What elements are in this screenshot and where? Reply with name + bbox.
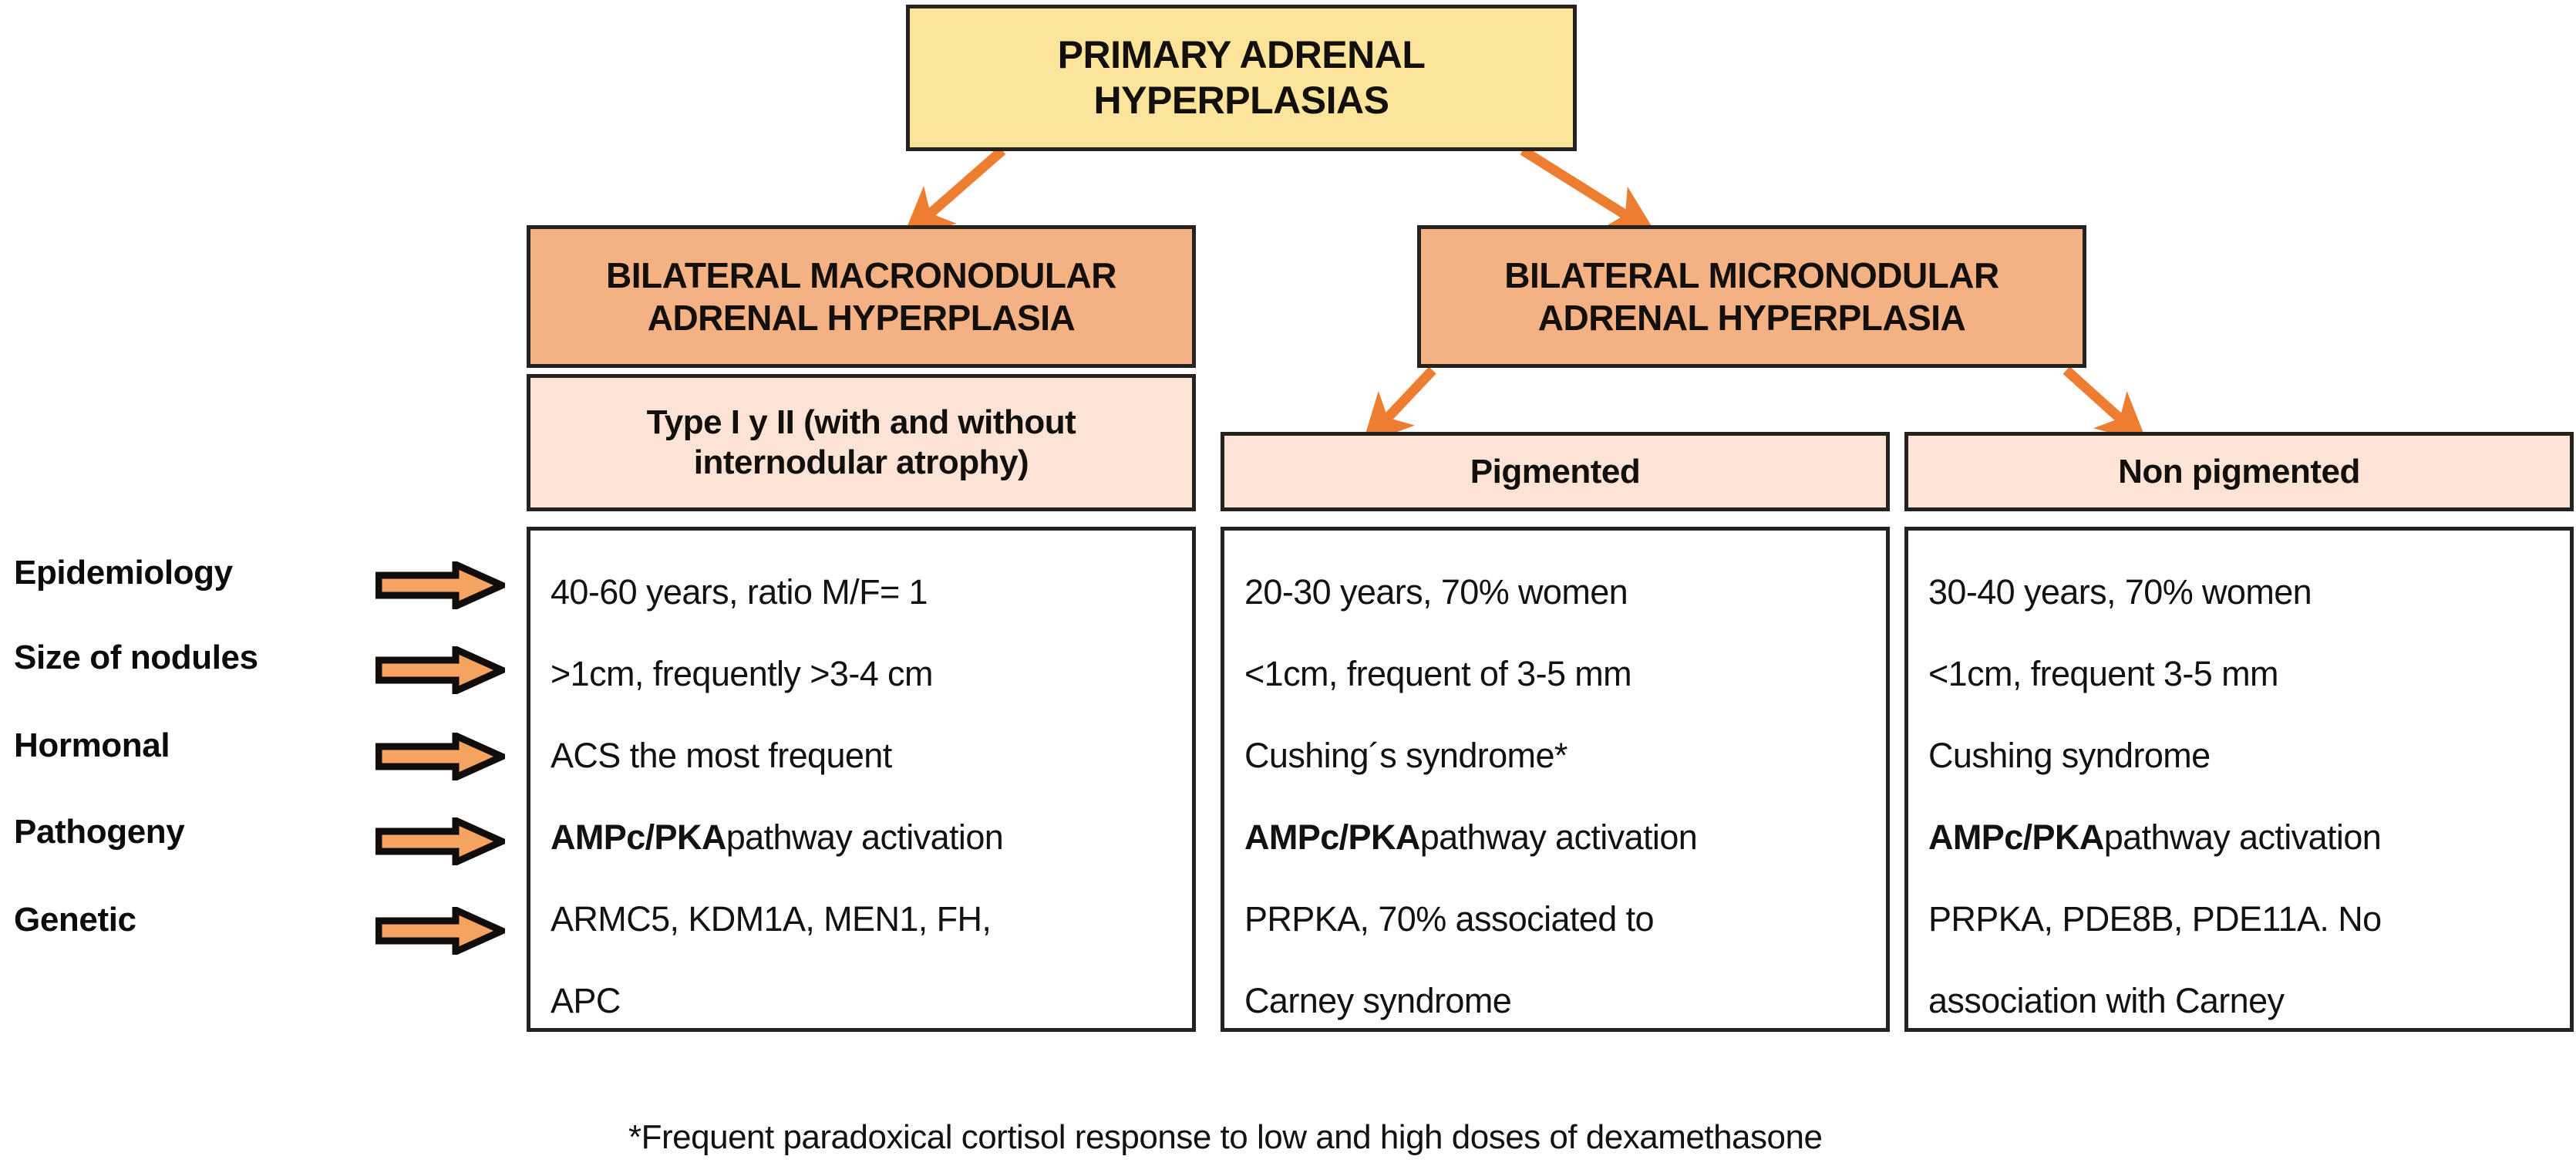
cell-macronodular-hormonal: ACS the most frequent: [551, 735, 892, 775]
cell-non-pigmented-size-of-nodules: <1cm, frequent 3-5 mm: [1928, 653, 2278, 693]
category-macronodular-line-2: ADRENAL HYPERPLASIA: [647, 297, 1076, 338]
title-line-2: HYPERPLASIAS: [1093, 79, 1389, 122]
cell-pigmented-size-of-nodules: <1cm, frequent of 3-5 mm: [1244, 653, 1632, 693]
category-micronodular-line-1: BILATERAL MICRONODULAR: [1504, 255, 1999, 296]
cell-non-pigmented-genetic-line-1: PRPKA, PDE8B, PDE11A. No: [1928, 898, 2382, 939]
connector-micronodular-to-pigmented: [1362, 366, 1436, 445]
cell-pigmented-genetic-line-2: Carney syndrome: [1244, 980, 1512, 1020]
cell-macronodular-genetic-line-2: APC: [551, 980, 621, 1020]
arrow-right-icon-pathogeny: [375, 817, 505, 865]
cell-non-pigmented-pathogeny: AMPc/PKA pathway activation: [1928, 796, 2550, 878]
subtype-box-macronodular: Type I y II (with and without internodul…: [527, 374, 1196, 511]
content-box-pigmented: 20-30 years, 70% women <1cm, frequent of…: [1221, 527, 1890, 1032]
cell-macronodular-pathogeny-bold: AMPc/PKA: [551, 817, 726, 857]
title-box: PRIMARY ADRENAL HYPERPLASIAS: [906, 5, 1577, 151]
category-micronodular-line-2: ADRENAL HYPERPLASIA: [1537, 297, 1966, 338]
arrow-right-icon-hormonal: [375, 733, 505, 780]
content-box-non-pigmented: 30-40 years, 70% women <1cm, frequent 3-…: [1904, 527, 2574, 1032]
arrow-right-icon-epidemiology: [375, 561, 505, 609]
cell-non-pigmented-epidemiology: 30-40 years, 70% women: [1928, 571, 2312, 612]
cell-pigmented-pathogeny-bold: AMPc/PKA: [1244, 817, 1420, 857]
content-box-macronodular: 40-60 years, ratio M/F= 1 >1cm, frequent…: [527, 527, 1196, 1032]
cell-pigmented-epidemiology: 20-30 years, 70% women: [1244, 571, 1628, 612]
row-label-genetic: Genetic: [14, 901, 136, 939]
cell-non-pigmented-pathogeny-bold: AMPc/PKA: [1928, 817, 2104, 857]
row-label-size-of-nodules: Size of nodules: [14, 639, 258, 676]
arrow-right-icon-size-of-nodules: [375, 646, 505, 694]
cell-non-pigmented-genetic-line-2: association with Carney: [1928, 980, 2285, 1020]
subtype-pigmented-label: Pigmented: [1470, 452, 1641, 490]
title-line-1: PRIMARY ADRENAL: [1057, 33, 1426, 76]
category-box-micronodular: BILATERAL MICRONODULAR ADRENAL HYPERPLAS…: [1417, 225, 2086, 368]
cell-pigmented-pathogeny: AMPc/PKA pathway activation: [1244, 796, 1866, 878]
cell-macronodular-genetic-line-1: ARMC5, KDM1A, MEN1, FH,: [551, 898, 992, 939]
subtype-box-pigmented: Pigmented: [1221, 432, 1890, 511]
category-box-macronodular: BILATERAL MACRONODULAR ADRENAL HYPERPLAS…: [527, 225, 1196, 368]
subtype-non-pigmented-label: Non pigmented: [2118, 452, 2360, 490]
connector-title-to-micronodular: [1520, 146, 1657, 234]
footnote-text: *Frequent paradoxical cortisol response …: [628, 1118, 1823, 1156]
cell-macronodular-size-of-nodules: >1cm, frequently >3-4 cm: [551, 653, 933, 693]
cell-pigmented-hormonal: Cushing´s syndrome*: [1244, 735, 1567, 775]
cell-non-pigmented-hormonal: Cushing syndrome: [1928, 735, 2211, 775]
cell-macronodular-pathogeny: AMPc/PKA pathway activation: [551, 796, 1172, 878]
arrow-right-icon-genetic: [375, 907, 505, 955]
cell-non-pigmented-pathogeny-rest: pathway activation: [2103, 817, 2382, 857]
category-macronodular-line-1: BILATERAL MACRONODULAR: [606, 255, 1116, 296]
subtype-macronodular-line-1: Type I y II (with and without: [646, 403, 1076, 442]
subtype-macronodular-line-2: internodular atrophy): [693, 443, 1029, 481]
connector-title-to-macronodular: [902, 147, 1006, 238]
cell-macronodular-pathogeny-rest: pathway activation: [726, 817, 1004, 857]
row-label-hormonal: Hormonal: [14, 726, 170, 764]
subtype-box-non-pigmented: Non pigmented: [1904, 432, 2574, 511]
cell-macronodular-epidemiology: 40-60 years, ratio M/F= 1: [551, 571, 928, 612]
row-label-epidemiology: Epidemiology: [14, 554, 233, 592]
cell-pigmented-genetic-line-1: PRPKA, 70% associated to: [1244, 898, 1655, 939]
connector-micronodular-to-non-pigmented: [2062, 366, 2148, 443]
cell-pigmented-pathogeny-rest: pathway activation: [1419, 817, 1698, 857]
row-label-pathogeny: Pathogeny: [14, 813, 185, 851]
